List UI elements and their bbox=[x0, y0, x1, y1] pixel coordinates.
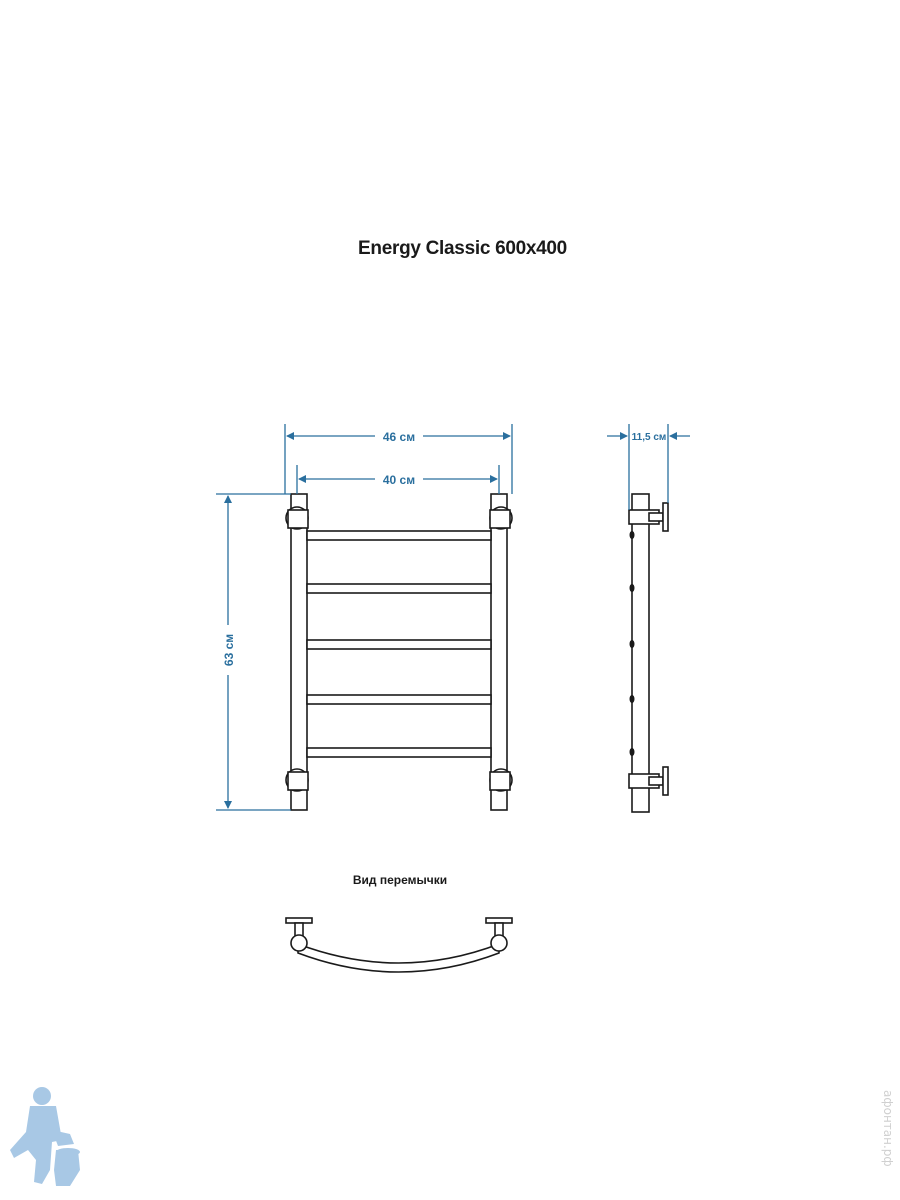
bracket-bottom-left bbox=[285, 768, 309, 792]
inner-width-label: 40 см bbox=[383, 473, 415, 487]
left-upright bbox=[290, 493, 308, 811]
outer-width-label: 46 см bbox=[383, 430, 415, 444]
right-upright bbox=[490, 493, 508, 811]
page-title: Energy Classic 600x400 bbox=[358, 238, 567, 259]
rungs bbox=[306, 530, 492, 758]
rung bbox=[306, 747, 492, 758]
bracket-bottom-right bbox=[489, 768, 513, 792]
bridge-mount-right bbox=[485, 917, 513, 952]
side-upright bbox=[631, 493, 650, 813]
watermark: афонтан.рф bbox=[881, 1090, 895, 1167]
depth-dimension bbox=[607, 424, 690, 510]
watermark-text: афонтан.рф bbox=[881, 1090, 895, 1167]
bridge-view-label: Вид перемычки bbox=[352, 873, 448, 887]
side-mount-bottom bbox=[628, 766, 669, 796]
bridge-view bbox=[285, 917, 513, 973]
rung bbox=[306, 530, 492, 541]
side-mount-top bbox=[628, 502, 669, 532]
side-view bbox=[628, 493, 669, 813]
bracket-top-right bbox=[489, 506, 513, 530]
rung bbox=[306, 583, 492, 594]
rung bbox=[306, 694, 492, 705]
bridge-mount-left bbox=[285, 917, 313, 952]
rung bbox=[306, 639, 492, 650]
front-view bbox=[285, 493, 513, 811]
side-rung-ends bbox=[629, 531, 635, 756]
depth-label: 11,5 см bbox=[632, 432, 667, 443]
bracket-top-left bbox=[285, 506, 309, 530]
plumber-logo bbox=[10, 1087, 80, 1186]
bridge-bar bbox=[297, 942, 500, 973]
height-label: 63 см bbox=[222, 634, 236, 666]
